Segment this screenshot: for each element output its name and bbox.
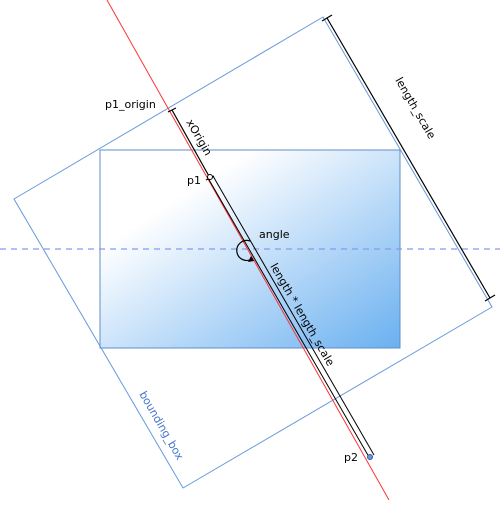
length-line-a [207,177,370,458]
p2-label: p2 [344,451,358,464]
gradient-rectangle [99,149,401,349]
length-scale-line [326,17,491,299]
length-scale-tick-start [321,14,333,22]
x-origin-offset-line [171,109,211,179]
angle-label: angle [259,228,290,241]
circular-arrow-icon [236,239,254,262]
axis-line [106,0,390,501]
p1-label: p1 [187,174,201,187]
length-line-b [212,175,375,456]
p2-marker [367,454,373,460]
length-scale-label: length_scale [392,75,438,141]
length-scale-tick-end [484,294,496,302]
x-origin-tick-start [167,107,177,113]
p1-marker [207,174,213,180]
bounding-box-outline [13,16,493,489]
p1-origin-label: p1_origin [105,98,156,111]
